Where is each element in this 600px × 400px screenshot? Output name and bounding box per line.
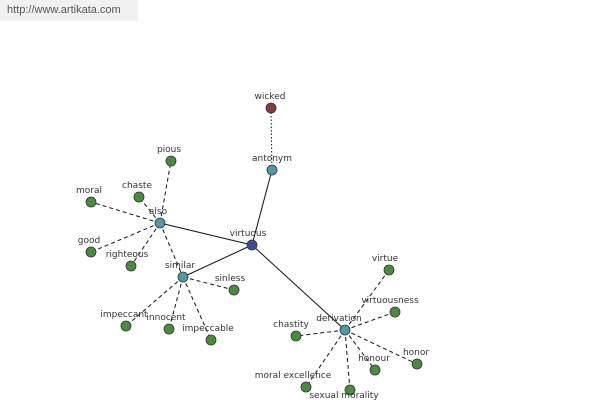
- edge-virtuous-similar: [182, 244, 253, 278]
- node-virtuousness[interactable]: [389, 306, 401, 318]
- node-label-virtue[interactable]: virtue: [372, 254, 399, 264]
- node-also[interactable]: [154, 217, 166, 229]
- edge-virtuous-antonym: [251, 169, 273, 246]
- url-banner-text[interactable]: http://www.artikata.com: [7, 4, 121, 16]
- node-chaste[interactable]: [133, 191, 145, 203]
- node-label-impeccant[interactable]: impeccant: [100, 310, 148, 320]
- edge-also-similar: [159, 222, 184, 278]
- node-label-chaste[interactable]: chaste: [122, 181, 152, 191]
- edge-similar-innocent: [168, 276, 184, 330]
- node-label-derivation[interactable]: derivation: [316, 314, 362, 324]
- node-label-sinless[interactable]: sinless: [215, 274, 246, 284]
- node-impeccable[interactable]: [205, 334, 217, 346]
- edge-similar-impeccant: [125, 276, 184, 327]
- node-label-wicked[interactable]: wicked: [255, 92, 286, 102]
- edge-also-pious: [159, 160, 172, 224]
- node-virtuous[interactable]: [246, 239, 258, 251]
- node-label-impeccable[interactable]: impeccable: [182, 324, 234, 334]
- node-label-righteous[interactable]: righteous: [106, 250, 149, 260]
- node-wicked[interactable]: [265, 102, 277, 114]
- edge-derivation-virtue: [344, 269, 390, 331]
- node-label-similar[interactable]: similar: [165, 261, 195, 271]
- node-sinless[interactable]: [228, 284, 240, 296]
- node-derivation[interactable]: [339, 324, 351, 336]
- node-label-moral[interactable]: moral: [76, 186, 102, 196]
- edge-derivation-sexual-morality: [344, 329, 351, 391]
- graph-nodes: [85, 102, 423, 396]
- url-banner: http://www.artikata.com: [0, 0, 138, 21]
- node-label-virtuous[interactable]: virtuous: [230, 229, 267, 239]
- graph-edges: [90, 107, 418, 391]
- edge-virtuous-also: [159, 222, 253, 246]
- edge-virtuous-derivation: [251, 244, 346, 331]
- node-righteous[interactable]: [125, 260, 137, 272]
- edge-derivation-virtuousness: [344, 311, 396, 331]
- node-chastity[interactable]: [290, 330, 302, 342]
- node-sexual-morality[interactable]: [344, 384, 356, 396]
- node-honor[interactable]: [411, 358, 423, 370]
- node-label-antonym[interactable]: antonym: [252, 154, 292, 164]
- node-label-moral-excellence[interactable]: moral excellence: [255, 371, 332, 381]
- edge-also-moral: [90, 201, 161, 224]
- node-label-also[interactable]: also: [149, 207, 168, 217]
- node-label-virtuousness[interactable]: virtuousness: [361, 296, 419, 306]
- node-moral[interactable]: [85, 196, 97, 208]
- node-impeccant[interactable]: [120, 320, 132, 332]
- edge-derivation-chastity: [295, 329, 346, 337]
- node-moral-excellence[interactable]: [300, 381, 312, 393]
- node-virtue[interactable]: [383, 264, 395, 276]
- node-similar[interactable]: [177, 271, 189, 283]
- node-label-innocent[interactable]: innocent: [146, 313, 186, 323]
- edge-also-righteous: [130, 222, 161, 267]
- node-label-honor[interactable]: honor: [403, 348, 429, 358]
- node-pious[interactable]: [165, 155, 177, 167]
- edge-similar-sinless: [182, 276, 235, 291]
- node-innocent[interactable]: [163, 323, 175, 335]
- edge-derivation-honour: [344, 329, 376, 371]
- node-label-pious[interactable]: pious: [157, 145, 181, 155]
- edge-also-chaste: [138, 196, 161, 224]
- node-honour[interactable]: [369, 364, 381, 376]
- edge-similar-impeccable: [182, 276, 212, 341]
- graph-labels: virtuous antonym also similar derivation wick…: [76, 92, 429, 400]
- node-good[interactable]: [85, 246, 97, 258]
- node-label-honour[interactable]: honour: [358, 354, 390, 364]
- node-antonym[interactable]: [266, 164, 278, 176]
- edge-derivation-honor: [344, 329, 418, 365]
- edge-also-good: [90, 222, 161, 253]
- node-label-good[interactable]: good: [78, 236, 100, 246]
- node-label-chastity[interactable]: chastity: [273, 320, 309, 330]
- edge-derivation-moral-excellence: [305, 329, 346, 388]
- node-label-sexual-morality[interactable]: sexual morality: [309, 391, 379, 400]
